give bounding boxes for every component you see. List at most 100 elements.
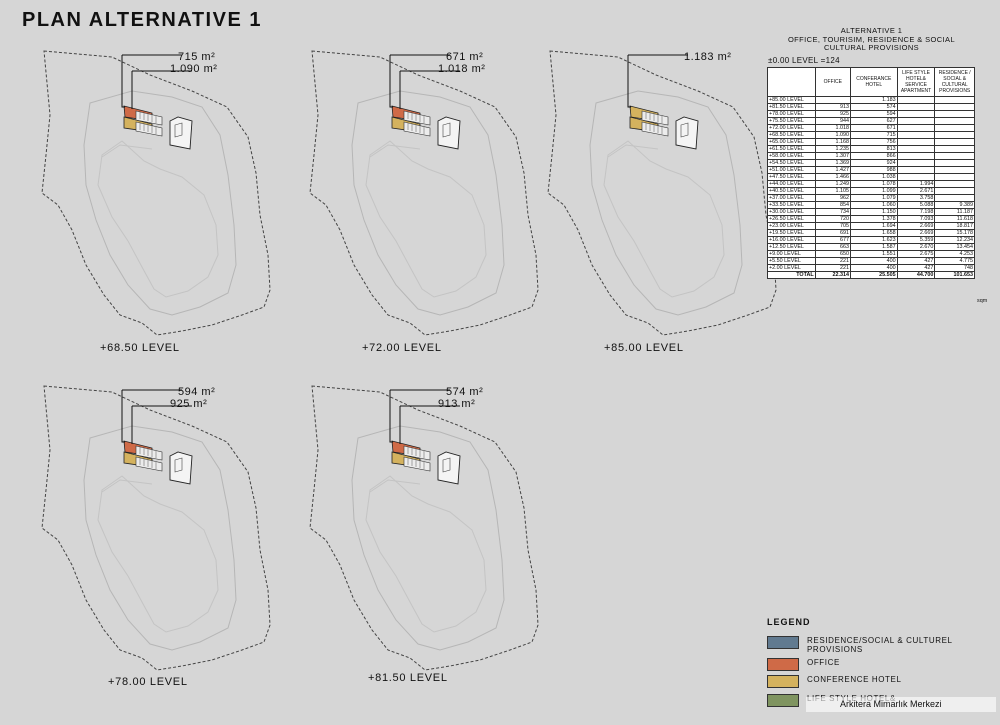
table-cell (934, 117, 975, 125)
table-cell: 1.060 (849, 201, 898, 209)
table-cell: +54.50 LEVEL (767, 159, 816, 167)
table-cell: 221 (814, 257, 851, 265)
table-cell: 594 (849, 110, 898, 118)
level-label: +78.00 LEVEL (108, 676, 188, 688)
table-cell (934, 96, 975, 104)
table-cell: 1.018 (814, 124, 851, 132)
table-cell: +78.00 LEVEL (767, 110, 816, 118)
table-cell: 962 (814, 194, 851, 202)
table-cell: 2.670 (896, 243, 936, 251)
table-cell: 1.079 (849, 194, 898, 202)
table-cell (896, 96, 936, 104)
table-cell: 913 (814, 103, 851, 111)
area-label: 1.183 m² (684, 51, 732, 63)
building-block (391, 440, 461, 485)
table-cell (934, 138, 975, 146)
table-cell: 720 (814, 215, 851, 223)
site-plan-svg (41, 385, 271, 671)
table-cell: +19.50 LEVEL (767, 229, 816, 237)
table-cell: 1.307 (814, 152, 851, 160)
table-cell: 1.249 (814, 180, 851, 188)
table-cell: 1.994 (896, 180, 936, 188)
table-cell: +5.50 LEVEL (767, 257, 816, 265)
table-cell: 1.090 (814, 131, 851, 139)
table-heading-line: CULTURAL PROVISIONS (823, 43, 920, 52)
table-cell: 2.669 (896, 222, 936, 230)
table-cell: +85.00 LEVEL (767, 96, 816, 104)
table-cell: 924 (849, 159, 898, 167)
table-heading-line: OFFICE, TOURISIM, RESIDENCE & SOCIAL (787, 34, 956, 44)
building-block (123, 440, 193, 485)
table-cell (934, 131, 975, 139)
table-cell: 2.671 (896, 187, 936, 195)
legend-item: RESIDENCE/SOCIAL & CULTUREL PROVISIONS (767, 636, 957, 654)
table-cell: +58.00 LEVEL (767, 152, 816, 160)
area-label: 1.018 m² (438, 63, 486, 75)
table-cell: 1.105 (814, 187, 851, 195)
level-label: +68.50 LEVEL (100, 342, 180, 354)
table-column-header: LIFE STYLE HOTEL& SERVICE APARTMENT (896, 67, 936, 97)
table-cell: 44.700 (896, 271, 936, 279)
table-cell: 427 (896, 264, 936, 272)
table-cell: 7.198 (896, 208, 936, 216)
table-cell: +2.00 LEVEL (767, 264, 816, 272)
table-cell: 9.389 (934, 201, 975, 209)
watermark-backdrop (806, 697, 996, 712)
table-cell: +47.50 LEVEL (767, 173, 816, 181)
table-cell: 756 (849, 138, 898, 146)
table-cell: 1.078 (849, 180, 898, 188)
table-cell (896, 166, 936, 174)
table-cell: 1.369 (814, 159, 851, 167)
area-label: 594 m² (178, 386, 216, 398)
table-cell: 854 (814, 201, 851, 209)
table-cell: 627 (849, 117, 898, 125)
table-cell: 2.675 (896, 250, 936, 258)
table-cell (934, 159, 975, 167)
table-cell: +68.50 LEVEL (767, 131, 816, 139)
table-cell (934, 145, 975, 153)
building-block (391, 105, 461, 150)
table-cell: 715 (849, 131, 898, 139)
table-cell (934, 180, 975, 188)
table-cell: 1.427 (814, 166, 851, 174)
table-cell: +23.00 LEVEL (767, 222, 816, 230)
table-cell: 1.551 (849, 250, 898, 258)
table-heading-line: ALTERNATIVE 1 (840, 26, 903, 35)
legend-label: OFFICE (807, 658, 840, 667)
table-cell: 944 (814, 117, 851, 125)
table-cell: 221 (814, 264, 851, 272)
area-label: 913 m² (438, 398, 476, 410)
table-cell (814, 96, 851, 104)
table-cell: 400 (849, 264, 898, 272)
table-cell (896, 138, 936, 146)
table-cell (934, 103, 975, 111)
table-cell: +72.00 LEVEL (767, 124, 816, 132)
table-cell: 7.093 (896, 215, 936, 223)
table-cell (896, 131, 936, 139)
table-cell: 866 (849, 152, 898, 160)
legend-swatch (767, 675, 799, 688)
table-cell: 1.099 (849, 187, 898, 195)
table-cell (896, 152, 936, 160)
table-cell: 13.454 (934, 243, 975, 251)
table-cell: 12.234 (934, 236, 975, 244)
table-cell: 22.314 (814, 271, 851, 279)
legend-label: CONFERENCE HOTEL (807, 675, 902, 684)
area-label: 715 m² (178, 51, 216, 63)
table-cell: 988 (849, 166, 898, 174)
table-cell: +65.00 LEVEL (767, 138, 816, 146)
table-cell: 4.253 (934, 250, 975, 258)
